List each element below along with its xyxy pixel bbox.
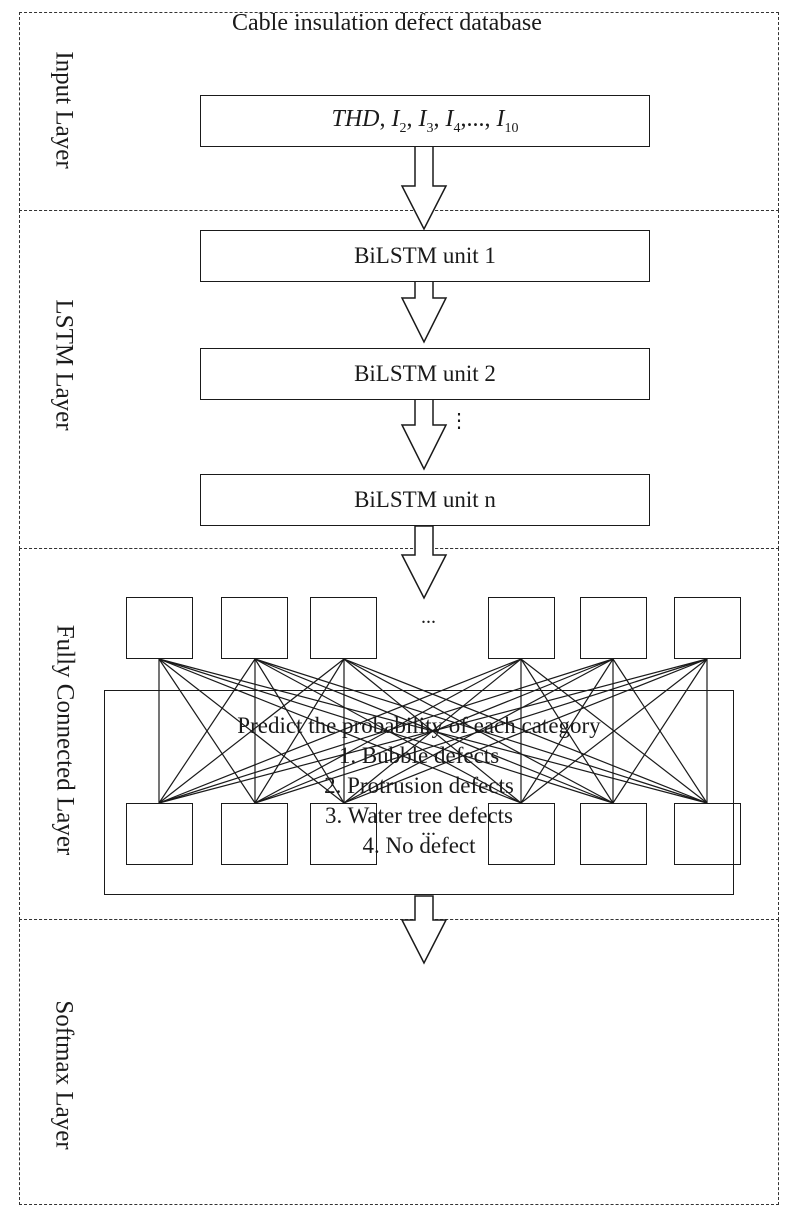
arrow-fc-to-softmax: [400, 895, 448, 965]
feature-i-symbol: I: [391, 105, 400, 132]
bilstm-unit-2: BiLSTM unit 2: [200, 348, 650, 400]
fc-connection-line: [254, 658, 522, 804]
feature-i-symbol: I: [496, 105, 505, 132]
softmax-heading: Predict the probability of each category: [237, 713, 601, 738]
softmax-output-box: Predict the probability of each category…: [104, 690, 734, 895]
fc-bottom-node: [310, 803, 377, 865]
input-features-box: THD, I2, I3, I4,..., I10: [200, 95, 650, 147]
fc-connection-line: [343, 658, 708, 804]
fc-top-node: [580, 597, 647, 659]
fc-bottom-node: [674, 803, 741, 865]
arrow-input-to-lstm: [400, 145, 448, 231]
fc-connection-line: [254, 658, 708, 804]
fc-connection-line: [520, 658, 614, 804]
fc-connection-line: [343, 658, 614, 804]
feature-i-symbol: I: [445, 105, 454, 132]
lstm-vertical-ellipsis: ⋮: [449, 410, 469, 432]
bilstm-unit-1: BiLSTM unit 1: [200, 230, 650, 282]
fc-connection-line: [158, 658, 345, 804]
feature-i-symbol: I: [418, 105, 427, 132]
feature-subscript: 3: [426, 120, 434, 136]
category-item: 1. Bubble defects: [338, 743, 500, 768]
fc-connection-line: [254, 658, 345, 804]
fc-connection-line: [158, 658, 614, 804]
fc-top-node: [126, 597, 193, 659]
feature-subscript: 2: [399, 120, 407, 136]
fc-bottom-ellipsis: ...: [421, 818, 436, 840]
feature-subscript: 4: [453, 120, 461, 136]
bilstm-unit-n: BiLSTM unit n: [200, 474, 650, 526]
category-item: 2. Protrusion defects: [324, 773, 514, 798]
arrow-unit2-to-unitn: [400, 398, 448, 471]
fc-top-node: [221, 597, 288, 659]
fc-top-ellipsis: ...: [421, 606, 436, 628]
fc-top-node: [310, 597, 377, 659]
fc-top-node: [674, 597, 741, 659]
fc-bottom-node: [126, 803, 193, 865]
category-item: 4. No defect: [362, 833, 476, 858]
fc-connection-line: [520, 658, 708, 804]
fc-bottom-node: [488, 803, 555, 865]
feature-subscript: 10: [504, 120, 519, 136]
input-features-formula: THD, I2, I3, I4,..., I10: [331, 105, 519, 136]
arrow-unit1-to-unit2: [400, 280, 448, 344]
arrow-lstm-to-fc: [400, 525, 448, 600]
softmax-layer-band: [19, 919, 779, 1205]
fc-connection-line: [158, 658, 708, 804]
fully-connected-edges: [158, 658, 708, 804]
fc-connection-line: [158, 658, 522, 804]
feature-thd: THD: [331, 105, 380, 132]
fc-connection-line: [158, 658, 256, 804]
fc-bottom-node: [221, 803, 288, 865]
fc-connection-line: [612, 658, 708, 804]
fc-top-node: [488, 597, 555, 659]
category-item: 3. Water tree defects: [324, 803, 513, 828]
feature-ellipsis: ,...,: [460, 105, 491, 132]
fc-bottom-node: [580, 803, 647, 865]
input-title: Cable insulation defect database: [232, 10, 542, 36]
